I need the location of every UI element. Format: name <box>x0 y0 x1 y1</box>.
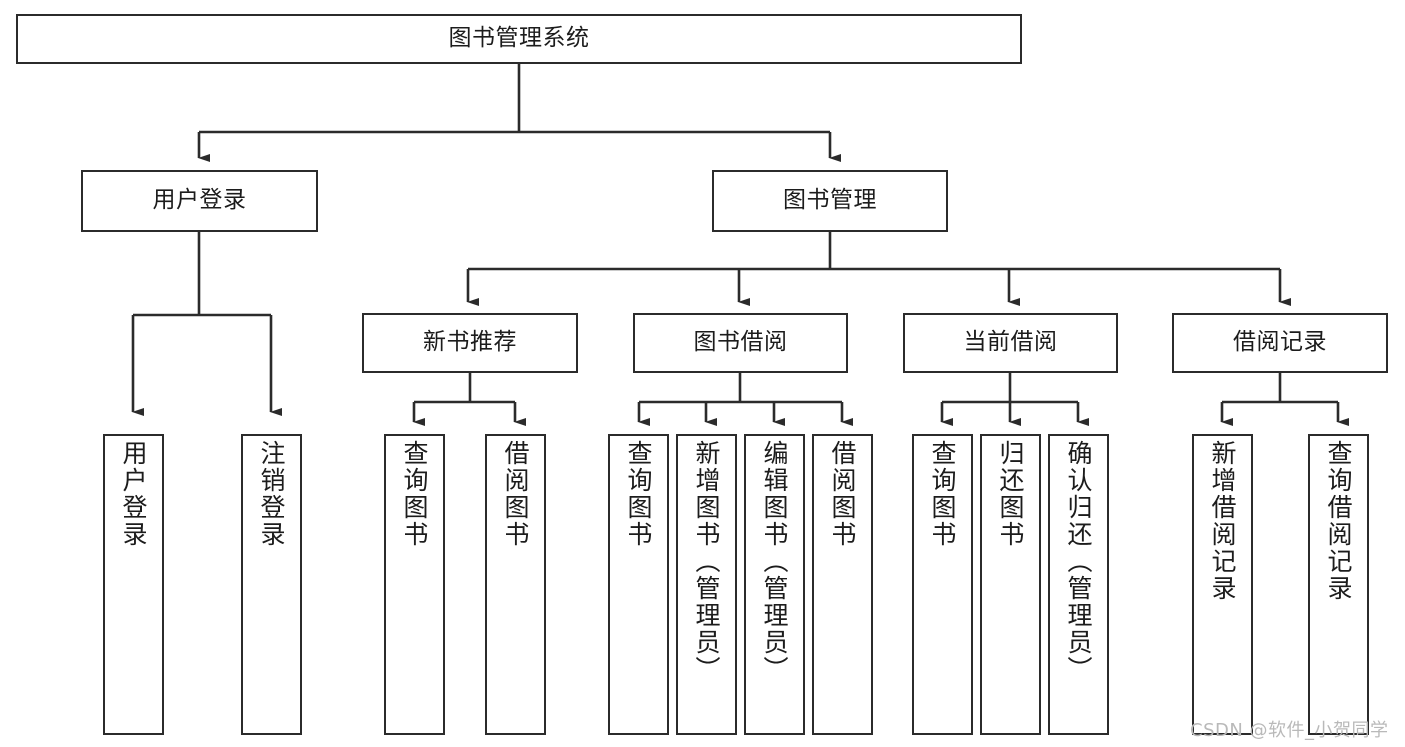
node-book-borrow-label: 图书借阅 <box>693 329 788 356</box>
node-user-login-label: 用户登录 <box>152 187 247 214</box>
node-leaf-add-book-label: 新增图书（管理员） <box>692 440 721 683</box>
node-leaf-user-login-label: 用户登录 <box>119 440 148 548</box>
node-leaf-query-book-1-label: 查询图书 <box>400 440 429 548</box>
node-book-manage[interactable]: 图书管理 <box>712 170 948 232</box>
node-user-login[interactable]: 用户登录 <box>81 170 318 232</box>
node-leaf-edit-book[interactable]: 编辑图书（管理员） <box>744 434 805 735</box>
node-leaf-add-borrow-record-label: 新增借阅记录 <box>1208 440 1237 602</box>
node-leaf-query-book-2-label: 查询图书 <box>624 440 653 548</box>
node-leaf-query-borrow-record-label: 查询借阅记录 <box>1324 440 1353 602</box>
node-leaf-borrow-book-2[interactable]: 借阅图书 <box>812 434 873 735</box>
node-leaf-edit-book-label: 编辑图书（管理员） <box>760 440 789 683</box>
node-leaf-logout-login-label: 注销登录 <box>257 440 286 548</box>
node-leaf-query-book-2[interactable]: 查询图书 <box>608 434 669 735</box>
node-root[interactable]: 图书管理系统 <box>16 14 1022 64</box>
node-borrow-record[interactable]: 借阅记录 <box>1172 313 1388 373</box>
node-leaf-query-book-1[interactable]: 查询图书 <box>384 434 445 735</box>
node-borrow-record-label: 借阅记录 <box>1233 329 1327 356</box>
node-leaf-add-book[interactable]: 新增图书（管理员） <box>676 434 737 735</box>
node-leaf-query-book-3[interactable]: 查询图书 <box>912 434 973 735</box>
node-leaf-user-login[interactable]: 用户登录 <box>103 434 164 735</box>
node-leaf-confirm-return-label: 确认归还（管理员） <box>1064 440 1093 683</box>
node-current-borrow-label: 当前借阅 <box>963 329 1058 356</box>
node-leaf-confirm-return[interactable]: 确认归还（管理员） <box>1048 434 1109 735</box>
node-leaf-borrow-book-1-label: 借阅图书 <box>501 440 530 548</box>
node-leaf-query-book-3-label: 查询图书 <box>928 440 957 548</box>
node-root-label: 图书管理系统 <box>448 25 590 52</box>
node-leaf-query-borrow-record[interactable]: 查询借阅记录 <box>1308 434 1369 735</box>
node-leaf-add-borrow-record[interactable]: 新增借阅记录 <box>1192 434 1253 735</box>
node-current-borrow[interactable]: 当前借阅 <box>903 313 1118 373</box>
node-leaf-borrow-book-1[interactable]: 借阅图书 <box>485 434 546 735</box>
node-book-manage-label: 图书管理 <box>783 187 877 214</box>
node-leaf-logout-login[interactable]: 注销登录 <box>241 434 302 735</box>
node-new-book-recommend-label: 新书推荐 <box>423 329 517 356</box>
node-leaf-borrow-book-2-label: 借阅图书 <box>828 440 857 548</box>
node-new-book-recommend[interactable]: 新书推荐 <box>362 313 578 373</box>
node-leaf-return-book-label: 归还图书 <box>996 440 1025 548</box>
node-leaf-return-book[interactable]: 归还图书 <box>980 434 1041 735</box>
node-book-borrow[interactable]: 图书借阅 <box>633 313 848 373</box>
